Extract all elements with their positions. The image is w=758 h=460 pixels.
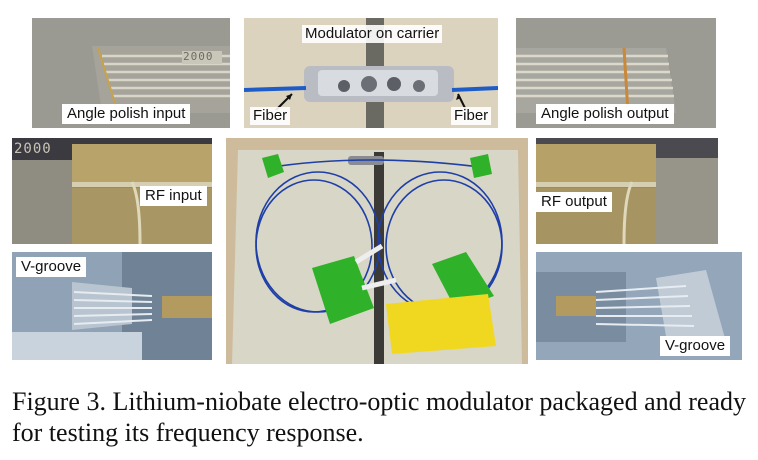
angle-polish-input-photo: 2000 Angle polish input xyxy=(32,18,230,128)
angle-polish-output-photo: Angle polish output xyxy=(516,18,716,128)
figure-caption: Figure 3. Lithium-niobate electro-optic … xyxy=(12,387,746,447)
rf-input-image xyxy=(12,138,212,244)
v-groove-right-photo: V-groove xyxy=(536,252,742,360)
rf-output-label: RF output xyxy=(536,192,612,212)
v-groove-left-label: V-groove xyxy=(16,257,87,277)
packaged-modulator-image xyxy=(226,138,528,364)
angle-polish-output-image xyxy=(516,18,716,128)
fiber-left-label: Fiber xyxy=(250,107,291,125)
angle-polish-input-label: Angle polish input xyxy=(62,104,191,124)
v-groove-right-label: V-groove xyxy=(660,336,731,356)
rf-input-chip-marking: 2000 xyxy=(14,141,52,157)
chip-marking-text: 2000 xyxy=(183,50,214,63)
modulator-on-carrier-photo: Modulator on carrier Fiber Fiber xyxy=(244,18,498,128)
v-groove-left-photo: V-groove xyxy=(12,252,212,360)
rf-output-photo: RF output xyxy=(536,138,718,244)
modulator-on-carrier-title: Modulator on carrier xyxy=(302,25,443,43)
packaged-modulator-photo xyxy=(226,138,528,364)
rf-input-label: RF input xyxy=(140,186,207,206)
fiber-right-label: Fiber xyxy=(451,107,492,125)
rf-input-photo: 2000 RF input xyxy=(12,138,212,244)
rf-output-image xyxy=(536,138,718,244)
angle-polish-output-label: Angle polish output xyxy=(536,104,674,124)
